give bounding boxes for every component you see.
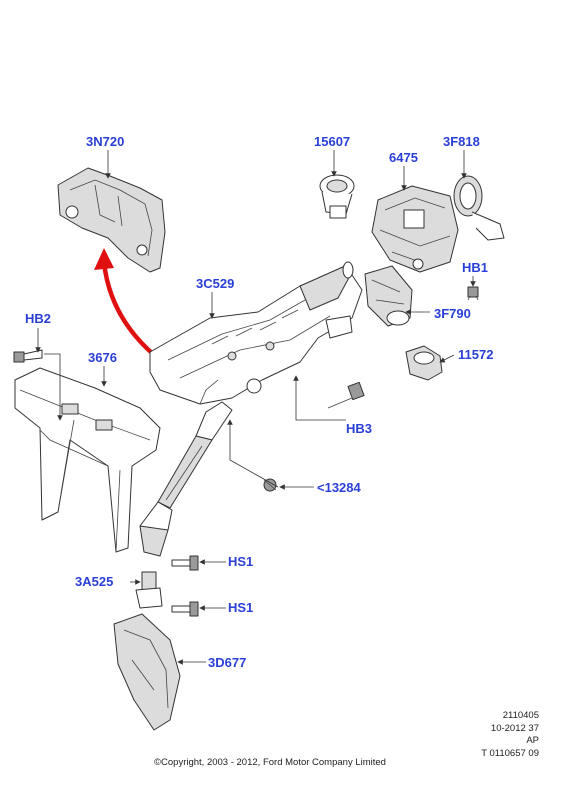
reference-line-4: T 0110657 09 xyxy=(481,747,539,759)
callout-3F818: 3F818 xyxy=(443,134,480,149)
reference-block: 2110405 10-2012 37 AP T 0110657 09 xyxy=(481,710,539,760)
part-3D677-shroud xyxy=(113,613,181,731)
part-13284-screw xyxy=(263,478,277,492)
callout-3C529: 3C529 xyxy=(196,276,234,291)
part-11572-switch xyxy=(405,345,443,381)
reference-line-3: AP xyxy=(526,735,539,746)
callout-HB2: HB2 xyxy=(25,311,51,326)
callout-3N720: 3N720 xyxy=(86,134,124,149)
part-15607-ring xyxy=(319,174,355,219)
part-HB1-bolt xyxy=(467,286,479,301)
reference-line-2: 10-2012 37 xyxy=(490,722,539,734)
part-6475-lock-housing xyxy=(371,185,459,273)
part-HB3-bolt xyxy=(327,381,365,409)
callout-HS1-upper: HS1 xyxy=(228,554,253,569)
leader-13284-column xyxy=(227,419,279,488)
copyright-notice: ©Copyright, 2003 - 2012, Ford Motor Comp… xyxy=(154,757,386,768)
leader-HB3 xyxy=(293,375,346,421)
callout-HB3: HB3 xyxy=(346,421,372,436)
leader-11572 xyxy=(439,354,455,363)
callout-HS1-lower: HS1 xyxy=(228,600,253,615)
part-HS1-bolt-upper xyxy=(171,555,199,571)
part-3F790-cylinder xyxy=(364,265,413,327)
callout-6475: 6475 xyxy=(389,150,418,165)
part-3676-bracket xyxy=(14,367,161,553)
callout-3D677: 3D677 xyxy=(208,655,246,670)
part-3A525-coupling xyxy=(135,571,163,609)
callout-11572: 11572 xyxy=(458,347,493,362)
callout-3A525: 3A525 xyxy=(75,574,113,589)
part-3F818-bracket xyxy=(453,175,505,241)
callout-15607: 15607 xyxy=(314,134,350,149)
part-intermediate-shaft xyxy=(139,401,233,557)
callout-3676: 3676 xyxy=(88,350,117,365)
callout-3F790: 3F790 xyxy=(434,306,471,321)
relocation-arrowhead xyxy=(94,248,114,270)
leader-HB2-bracket xyxy=(44,353,63,421)
callout-HB1: HB1 xyxy=(462,260,488,275)
callout-13284: <13284 xyxy=(317,480,362,495)
part-HS1-bolt-lower xyxy=(171,601,199,617)
part-3N720-bracket xyxy=(57,167,166,273)
part-3C529-column xyxy=(149,261,363,405)
reference-line-1: 2110405 xyxy=(502,710,539,721)
